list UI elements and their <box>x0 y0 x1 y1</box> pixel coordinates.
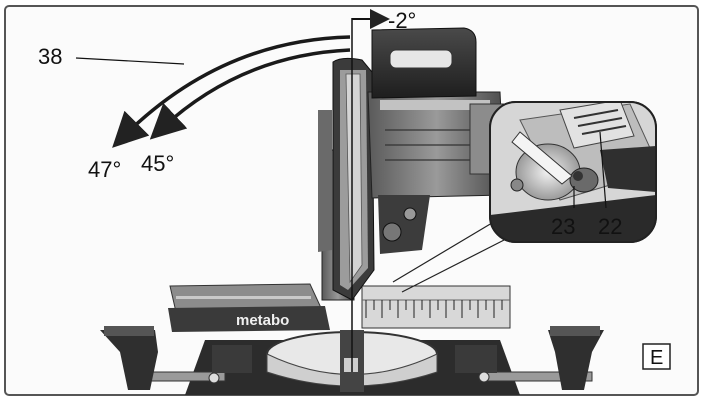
callout-23: 23 <box>551 214 575 239</box>
brand-text: metabo <box>236 312 289 329</box>
panel-label: E <box>650 347 663 369</box>
angle-label-45: 45° <box>141 151 174 176</box>
callout-38: 38 <box>38 44 62 69</box>
angle-label-minus2: -2° <box>388 8 416 33</box>
bevel-arc-45 <box>149 48 351 140</box>
bevel-angle-indicators <box>75 9 390 372</box>
right-fence-scale <box>361 285 511 329</box>
callout-22: 22 <box>598 214 622 239</box>
panel-label-box: E <box>642 343 671 370</box>
angle-label-47: 47° <box>88 157 121 182</box>
inset-leader-lines <box>392 219 511 293</box>
left-fence: metabo <box>168 283 330 332</box>
detail-inset <box>489 101 657 243</box>
bevel-arc-47 <box>112 35 351 148</box>
